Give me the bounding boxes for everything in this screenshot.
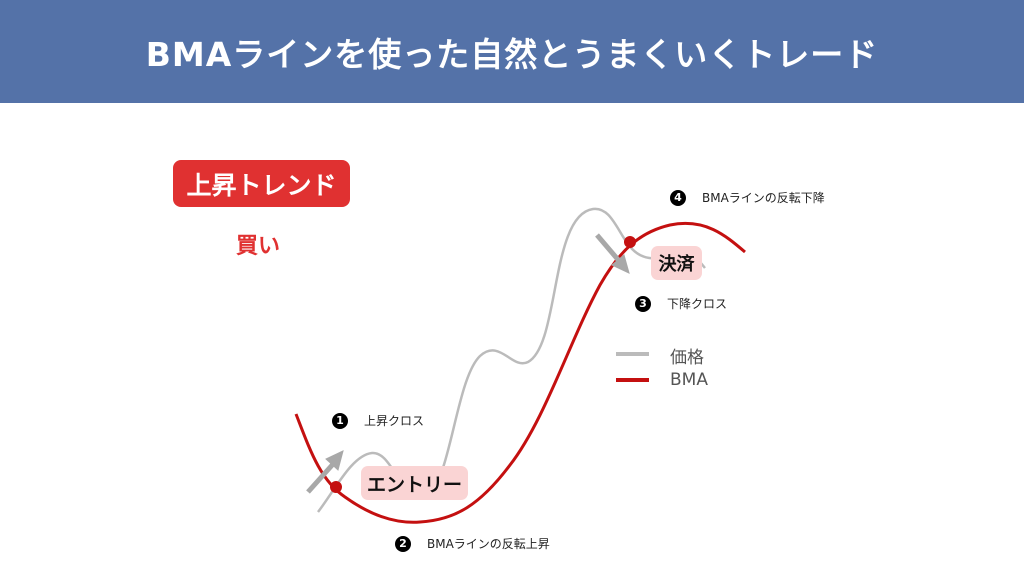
number-1-icon: 1 — [332, 412, 348, 429]
legend-price: 価格 — [670, 348, 704, 368]
trend-badge: 上昇トレンド — [173, 160, 350, 207]
bma-line — [294, 221, 746, 524]
action-label: 買い — [236, 234, 281, 259]
entry-label: エントリー — [361, 466, 468, 500]
down-arrow-icon — [595, 233, 630, 274]
number-2-icon: 2 — [395, 535, 411, 552]
legend-bma: BMA — [670, 370, 708, 390]
exit-label: 決済 — [651, 246, 702, 280]
entry-cross-point — [330, 481, 342, 493]
exit-cross-point — [624, 236, 636, 248]
number-3-icon: 3 — [635, 295, 651, 312]
up-arrow-icon — [306, 450, 344, 494]
title-bar: BMAラインを使った自然とうまくいくトレード — [0, 0, 1024, 103]
number-4-icon: 4 — [670, 189, 686, 206]
page-title: BMAラインを使った自然とうまくいくトレード — [145, 34, 879, 74]
